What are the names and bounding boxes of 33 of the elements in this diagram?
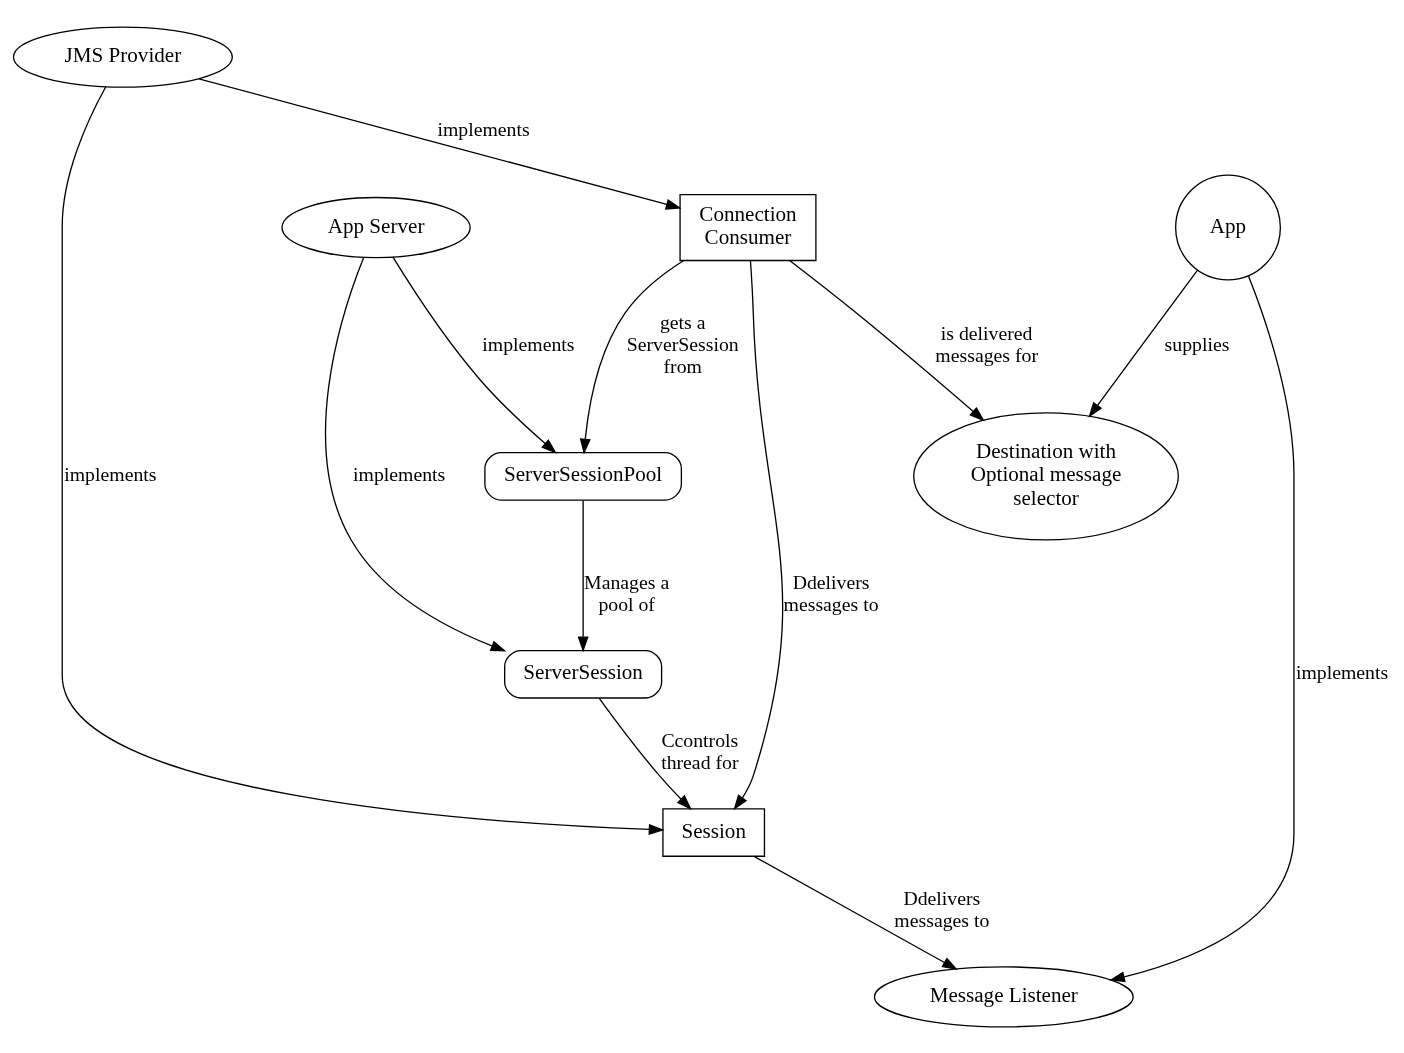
arrow — [324, 256, 507, 651]
node-box: ServerSession — [504, 649, 663, 699]
edge-label: implements — [482, 332, 575, 355]
node-box: ServerSessionPool — [484, 451, 683, 501]
arrow — [392, 255, 557, 454]
edge-label: Ccontrols thread for — [661, 728, 739, 773]
edge-label: implements — [1295, 660, 1389, 683]
node-box: Session — [662, 807, 766, 857]
node-ellipse: App Server — [281, 196, 471, 258]
edge-label: is delivered messages for — [935, 321, 1038, 366]
edge-label: implements — [64, 462, 157, 485]
node-ellipse: Message Listener — [873, 965, 1134, 1028]
edge-label: Manages a pool of — [584, 570, 670, 615]
node-ellipse: JMS Provider — [12, 25, 233, 88]
arrow — [579, 259, 685, 454]
edge-label: implements — [437, 117, 530, 140]
node-circle: App — [1175, 174, 1281, 281]
arrow — [1088, 268, 1199, 418]
node-ellipse: Destination with Optional message selector — [913, 411, 1179, 541]
arrow — [753, 855, 958, 970]
node-box: Connection Consumer — [679, 193, 817, 261]
arrow — [198, 77, 682, 210]
arrow — [598, 696, 692, 810]
arrow — [733, 259, 784, 810]
arrow — [577, 499, 589, 652]
arrow — [61, 85, 665, 835]
arrow — [1109, 274, 1295, 982]
edge-label: gets a ServerSession from — [626, 310, 739, 377]
edge-label: Ddelivers messages to — [783, 570, 879, 615]
edge-label: Ddelivers messages to — [894, 886, 990, 931]
edge-label: implements — [353, 462, 446, 485]
edge-label: supplies — [1164, 332, 1230, 355]
arrow — [789, 259, 985, 421]
